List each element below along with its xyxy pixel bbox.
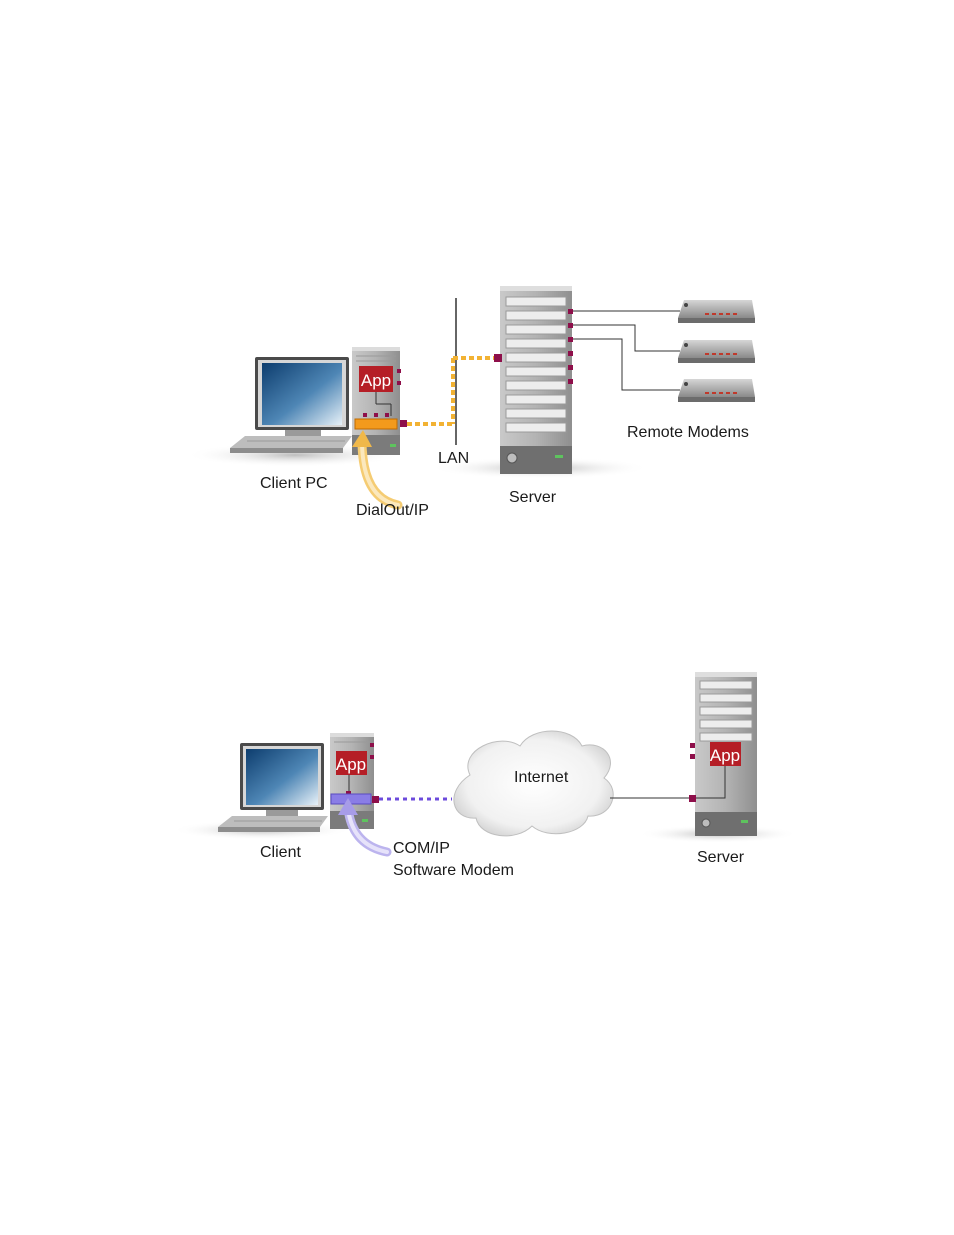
- remote-modem: [678, 379, 755, 402]
- client-net-port: [372, 796, 379, 803]
- app-badge: App: [359, 366, 393, 392]
- client-label: Client: [260, 844, 301, 861]
- server-lan-port: [494, 354, 502, 362]
- diagram-bottom: Client App COM/IP Software Modem: [172, 672, 798, 879]
- server-internal-link: [696, 766, 726, 799]
- com-ip-arrow: [338, 798, 392, 857]
- top-server-label: Server: [509, 489, 557, 506]
- com-ip-label: COM/IP: [393, 840, 450, 857]
- client-lan-port: [400, 420, 407, 427]
- server-serial-ports: [568, 309, 573, 384]
- remote-modem: [678, 300, 755, 323]
- top-server-tower: [430, 286, 650, 479]
- internet-cloud: [453, 730, 614, 837]
- server-app-badge: App: [710, 742, 741, 766]
- dialout-arrow: [352, 430, 403, 510]
- software-modem-label: Software Modem: [393, 862, 514, 879]
- dialout-adapter: [354, 418, 398, 430]
- client-pc-label: Client PC: [260, 475, 328, 492]
- remote-modems-label: Remote Modems: [627, 424, 749, 441]
- diagram-top: Client PC App: [185, 286, 755, 519]
- internet-label: Internet: [514, 769, 569, 786]
- modem-links: [573, 310, 680, 391]
- bottom-server-label: Server: [697, 849, 745, 866]
- client-pc-monitor: [185, 357, 405, 467]
- remote-modem: [678, 340, 755, 363]
- client-monitor: [172, 743, 352, 840]
- svg-text:App: App: [710, 746, 740, 765]
- client-ports: [363, 369, 401, 417]
- svg-text:App: App: [336, 755, 366, 774]
- lan-links: [407, 356, 497, 426]
- com-ip-adapter: [330, 793, 372, 805]
- svg-text:App: App: [361, 371, 391, 390]
- dialout-label: DialOut/IP: [356, 502, 429, 519]
- server-ports: [689, 743, 696, 802]
- app-badge: App: [336, 751, 367, 775]
